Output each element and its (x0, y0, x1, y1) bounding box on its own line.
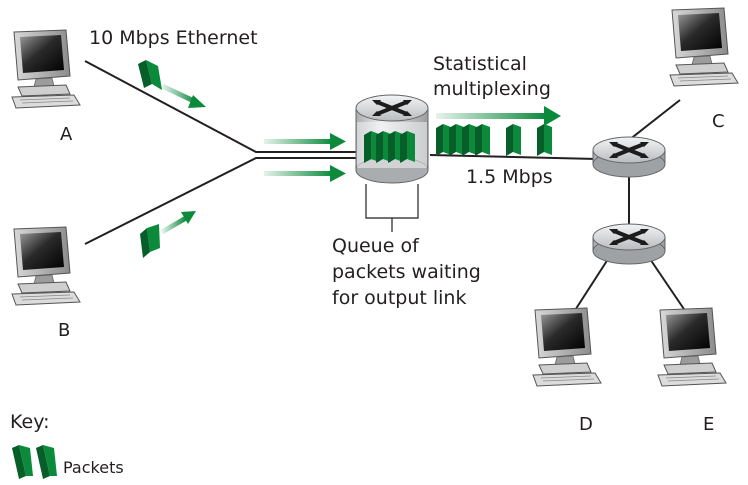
queued-packets-icon (364, 131, 415, 163)
queue-label-3: for output link (332, 287, 467, 309)
link-speed-label: 1.5 Mbps (466, 166, 553, 188)
router-c-icon (591, 135, 667, 179)
ethernet-label: 10 Mbps Ethernet (89, 27, 258, 49)
link-d (569, 255, 611, 319)
arrow-b-icon (160, 211, 196, 235)
queue-label-1: Queue of (332, 235, 419, 257)
computer-b-icon (11, 226, 81, 306)
packet-b-icon (140, 224, 160, 258)
multiplexing-arrow-icon (436, 106, 561, 126)
host-c-label: C (712, 111, 725, 132)
stat-mux-label-1: Statistical (433, 53, 527, 75)
computer-e-icon (657, 307, 727, 387)
input-arrow-bottom-icon (264, 165, 346, 182)
link-b (84, 157, 356, 245)
stat-mux-label-2: multiplexing (433, 78, 551, 100)
link-e (647, 255, 691, 319)
host-d-label: D (579, 414, 593, 435)
computer-d-icon (532, 307, 602, 387)
key-label: Key: (10, 411, 50, 433)
link-output (429, 154, 598, 160)
host-e-label: E (703, 414, 715, 435)
arrow-a-icon (160, 83, 206, 108)
link-c (628, 99, 681, 141)
computer-c-icon (669, 7, 739, 87)
key-packets-icon (12, 445, 57, 479)
link-a (84, 60, 356, 153)
queue-label-2: packets waiting (332, 261, 481, 283)
key-packets-label: Packets (63, 458, 124, 477)
packet-a-icon (138, 60, 162, 90)
computer-a-icon (11, 29, 81, 109)
router-de-icon (591, 222, 667, 266)
host-b-label: B (58, 320, 71, 341)
queue-bracket (365, 184, 419, 219)
output-packets-icon (436, 124, 552, 156)
input-arrow-top-icon (264, 133, 346, 150)
host-a-label: A (60, 124, 73, 145)
